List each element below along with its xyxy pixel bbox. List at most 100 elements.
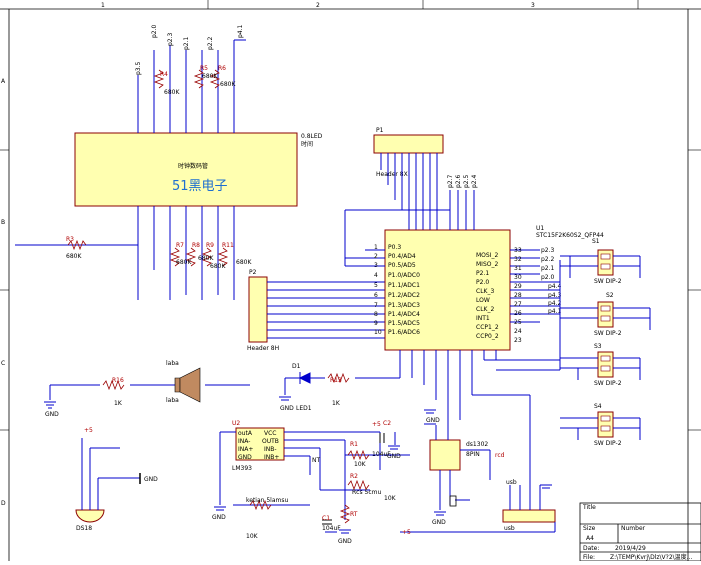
res-r9-value: 680K [210,263,226,270]
switch-s3-name: SW DIP-2 [594,380,622,387]
switch-s2: S2 SW DIP-2 [560,292,651,337]
tb-date-label: Date: [583,545,599,552]
row-d: D [1,500,6,507]
mcu-pin-num-26: 26 [514,310,522,317]
mcu-pin-num-33: 33 [514,247,522,254]
tb-date-value: 2019/4/29 [615,545,646,552]
comp-pin-left-3: GND [238,454,252,461]
tb-number-label: Number [621,525,646,532]
mcu-pin-right-6: CLK_2 [476,306,494,313]
res-r7: R7 [176,242,184,249]
mcu-part: STC15F2K60S2_QFP44 [536,232,604,239]
display-note-2: 时间 [301,140,313,148]
mcu-gnd: GND [424,409,440,424]
tb-file-value: Z:\TEMP\Kvrj\Dlz\V?2\温度... [610,553,692,561]
gnd-label-comp: GND [212,514,226,521]
header-p2: P2 Header 8H [247,269,385,352]
res-r1: R1 [350,441,358,448]
comp-pin-left-2: INA+ [238,446,253,453]
ds18-gnd: GND [144,476,158,483]
switch-s4-ref: S4 [594,403,602,410]
cap-c1-value: 104uF [322,525,341,532]
mcu-pin-num-7: 7 [374,302,378,309]
comp-pin-right-2: INB- [264,446,277,453]
res-r3: R3 [66,236,74,243]
res-r8: R8 [192,242,200,249]
gnd-label-rt: GND [338,538,352,545]
switch-s1: S1 SW DIP-2 [560,238,641,285]
res-r9: R9 [206,242,214,249]
res-rcs: Rcs 5cmu [352,489,381,496]
tb-title-label: Title [582,504,596,511]
switch-s2-name: SW DIP-2 [594,330,622,337]
net-p23: p2.3 [167,32,174,46]
mcu-pin-left-8: P1.5/ADC5 [388,320,420,327]
mcu-u1: U1 STC15F2K60S2_QFP44 P0.3 P0.4/AD4 P0.5… [344,174,604,420]
mcu-pin-num-31: 31 [514,265,522,272]
net-right-p44: p4.4 [548,283,562,290]
net-p20: p2.0 [151,24,158,38]
mcu-pin-num-4: 4 [374,272,378,279]
mcu-pin-right-2: P2.1 [476,270,489,277]
ds1302-rtc: ds1302 8PIN rcd GND [424,420,505,526]
switch-s4-name: SW DIP-2 [594,440,622,447]
cap-c2-value: 104uF [372,451,391,458]
mcu-pin-num-27: 27 [514,301,522,308]
ds18-body [75,509,105,523]
switch-s3: S3 SW DIP-2 [560,343,641,387]
mcu-pin-num-32: 32 [514,256,522,263]
mcu-pin-num-30: 30 [514,274,522,281]
net-p21: p2.1 [183,36,190,50]
net-top-p25: p2.5 [463,174,470,188]
ds1302-package: 8PIN [466,451,480,458]
mcu-pin-left-9: P1.6/ADC6 [388,329,420,336]
comparator-ref: U2 [232,420,240,427]
display-note-1: 0.8LED [301,133,323,140]
ds1302-body [429,439,461,471]
gnd-label-led: GND [280,405,294,412]
res-r4-value: 680K [164,89,180,96]
mcu-pin-num-25: 25 [514,319,522,326]
comp-pin-left-1: INA- [238,438,250,445]
comparator-u2: U2 LM393 outA INA- INA+ GND VCC OUTB INB… [84,420,410,545]
usb-label-2: usb [506,479,517,486]
usb-label: usb [504,525,515,532]
comp-pin-left-0: outA [238,430,253,437]
header-p1-name: Header 8X [376,171,408,178]
display-module: 时钟数码管 51黑电子 0.8LED 时间 R4 R5 R6 680K 680K… [15,24,323,300]
res-r7-value: 680K [176,259,192,266]
res-r2: R2 [350,473,358,480]
row-b: B [1,219,5,226]
nt-label: NT [312,457,320,464]
net-right-p41: p4.1 [548,308,562,315]
mcu-ref: U1 [536,225,544,232]
switch-s2-ref: S2 [606,292,614,299]
led-name: LED1 [296,405,312,412]
row-a: A [1,78,6,85]
comparator-body [235,427,285,461]
net-right-p20: p2.0 [541,274,555,281]
net-p41: p4.1 [237,24,244,38]
mcu-pin-num-5: 5 [374,282,378,289]
tb-file-label: File: [583,554,595,561]
mcu-pin-right-1: MISO_2 [476,261,498,268]
mcu-pin-left-2: P0.5/AD5 [388,262,416,269]
net-right-p42: p4.2 [548,300,562,307]
net-right-p22: p2.2 [541,256,555,263]
display-title: 51黑电子 [172,179,228,194]
res-r1-value: 10K [354,461,367,468]
gnd-label-mcu: GND [426,417,440,424]
header-p2-name: Header 8H [247,345,279,352]
mcu-pin-right-9: CCP0_2 [476,333,499,340]
switch-s3-ref: S3 [594,343,602,350]
res-r5: R5 [200,65,208,72]
power-vcc-c2: +5 [372,421,381,428]
net-top-p27: p2.7 [447,174,454,188]
res-rcs-value: 10K [384,495,397,502]
power-vcc-ds18: +5 [84,427,93,434]
ds1302-part: ds1302 [466,441,488,448]
net-right-p43: p4.3 [548,292,562,299]
gnd-label-c2: GND [387,453,401,460]
comparator-part: LM393 [232,465,252,472]
